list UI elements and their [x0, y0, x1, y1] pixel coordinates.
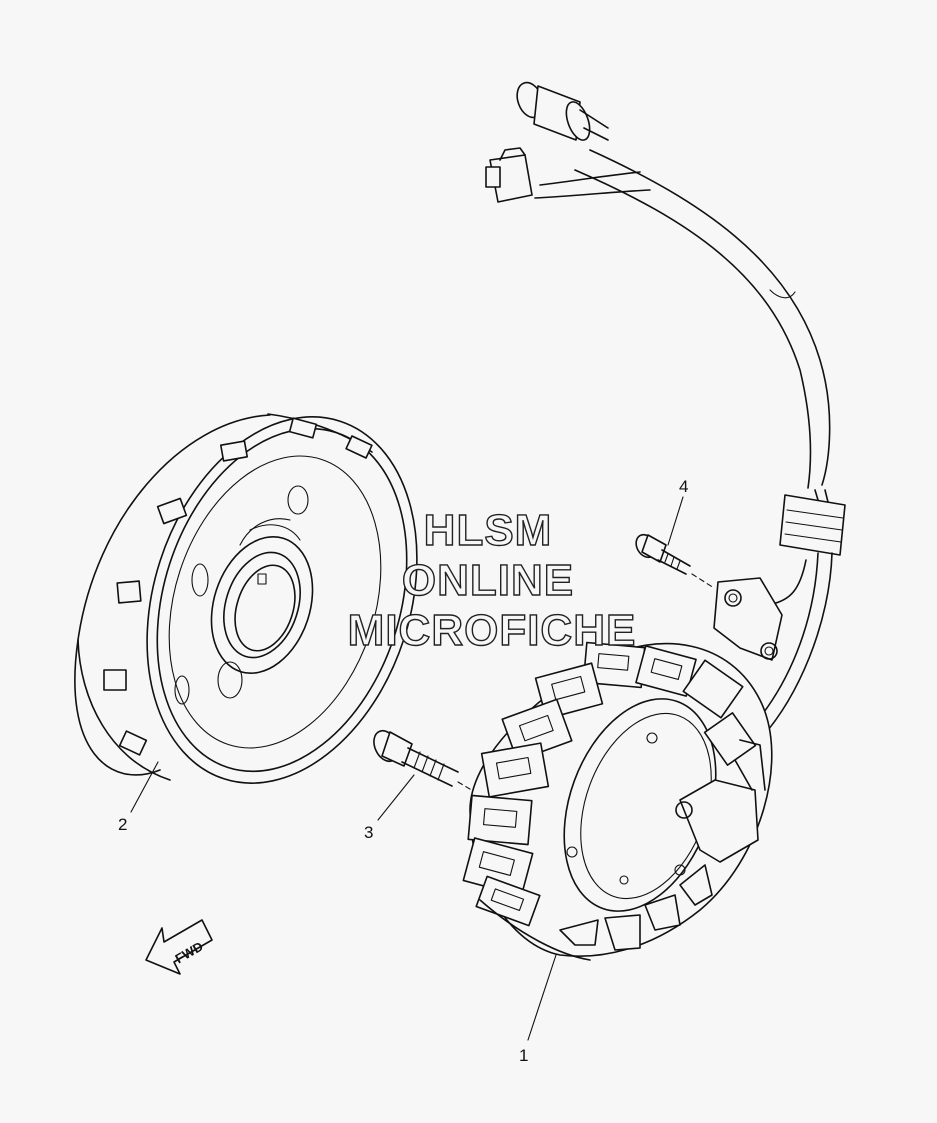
harness-connector-round [516, 81, 609, 141]
leader-lines [130, 496, 684, 1041]
callout-2: 2 [118, 815, 127, 834]
screw-part-4 [635, 533, 715, 589]
bolt-part-3 [373, 729, 476, 793]
magnet-block [103, 669, 127, 691]
watermark: HLSM ONLINE MICROFICHE [347, 505, 637, 655]
callout-1: 1 [519, 1046, 528, 1065]
rotor-assembly [74, 413, 418, 784]
magnet-block [156, 497, 188, 525]
wire-harness [485, 81, 846, 749]
magnet-block [345, 435, 373, 459]
magnet-block [118, 730, 148, 756]
callout-3: 3 [364, 823, 373, 842]
watermark-line-1: HLSM [424, 506, 553, 555]
magnet-block [219, 440, 249, 462]
magnet-block [116, 580, 142, 604]
watermark-line-3: MICROFICHE [348, 606, 637, 655]
harness-connector-small [485, 147, 533, 203]
stator-assembly [462, 641, 773, 961]
magnet-block [288, 417, 318, 439]
forward-direction-arrow: FWD [145, 919, 213, 975]
callout-4: 4 [679, 477, 688, 496]
wire-grommet [779, 489, 846, 556]
pickup-coil-sensor [713, 577, 783, 661]
watermark-line-2: ONLINE [402, 556, 574, 605]
